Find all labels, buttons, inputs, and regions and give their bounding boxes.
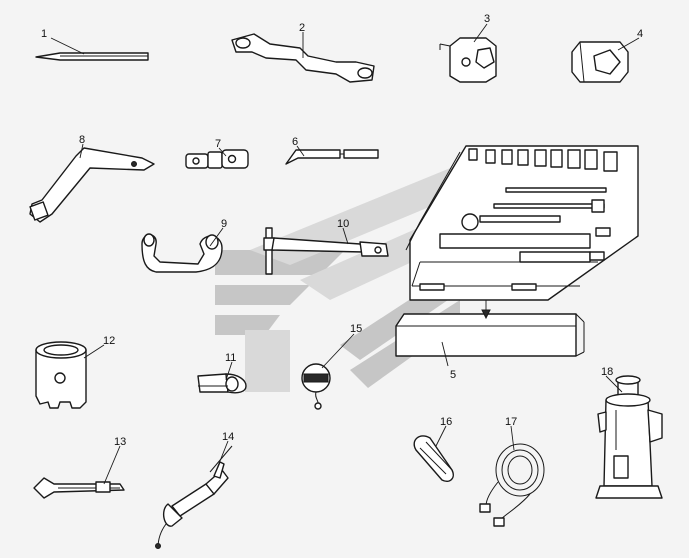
callout-11: 11 <box>225 352 236 364</box>
callout-18: 18 <box>601 366 613 378</box>
callout-2: 2 <box>299 22 305 34</box>
callout-16: 16 <box>440 416 452 428</box>
callout-15: 15 <box>350 323 362 335</box>
part-17-air-hose <box>479 443 545 527</box>
callout-6: 6 <box>292 136 298 148</box>
callout-4: 4 <box>637 28 643 40</box>
callout-10: 10 <box>337 218 349 230</box>
part-8-bent-wrench <box>29 147 155 223</box>
part-10-wheel-brace <box>263 227 389 275</box>
callout-9: 9 <box>221 218 227 230</box>
callout-13: 13 <box>114 436 126 448</box>
part-18-hydraulic-jack <box>595 375 663 499</box>
callout-5: 5 <box>450 369 456 381</box>
callout-8: 8 <box>79 134 85 146</box>
part-11-gauge <box>197 373 247 394</box>
callout-7: 7 <box>215 138 221 150</box>
part-4-hex-socket <box>571 41 629 83</box>
part-13-pin-tool <box>33 477 125 499</box>
callout-labels: 1 2 3 4 5 6 7 8 9 10 11 12 13 14 15 16 1… <box>41 13 643 448</box>
callout-3: 3 <box>484 13 490 25</box>
part-5-extension-bars <box>411 187 611 291</box>
part-1-punch <box>35 52 149 61</box>
part-16-valve-tool <box>413 435 454 482</box>
callout-14: 14 <box>222 431 234 443</box>
part-3-hex-socket <box>439 37 497 83</box>
part-7-double-socket <box>185 149 249 169</box>
part-5-sockets <box>468 148 618 172</box>
part-6-screwdriver <box>285 149 379 165</box>
callout-12: 12 <box>103 335 115 347</box>
leader-lines <box>50 23 640 485</box>
part-15-inspection-lamp <box>301 363 331 410</box>
callout-17: 17 <box>505 416 517 428</box>
callout-1: 1 <box>41 28 47 40</box>
part-9-u-wrench <box>141 233 223 273</box>
part-12-socket-puller <box>35 341 87 409</box>
part-14-grease-gun <box>155 445 233 549</box>
